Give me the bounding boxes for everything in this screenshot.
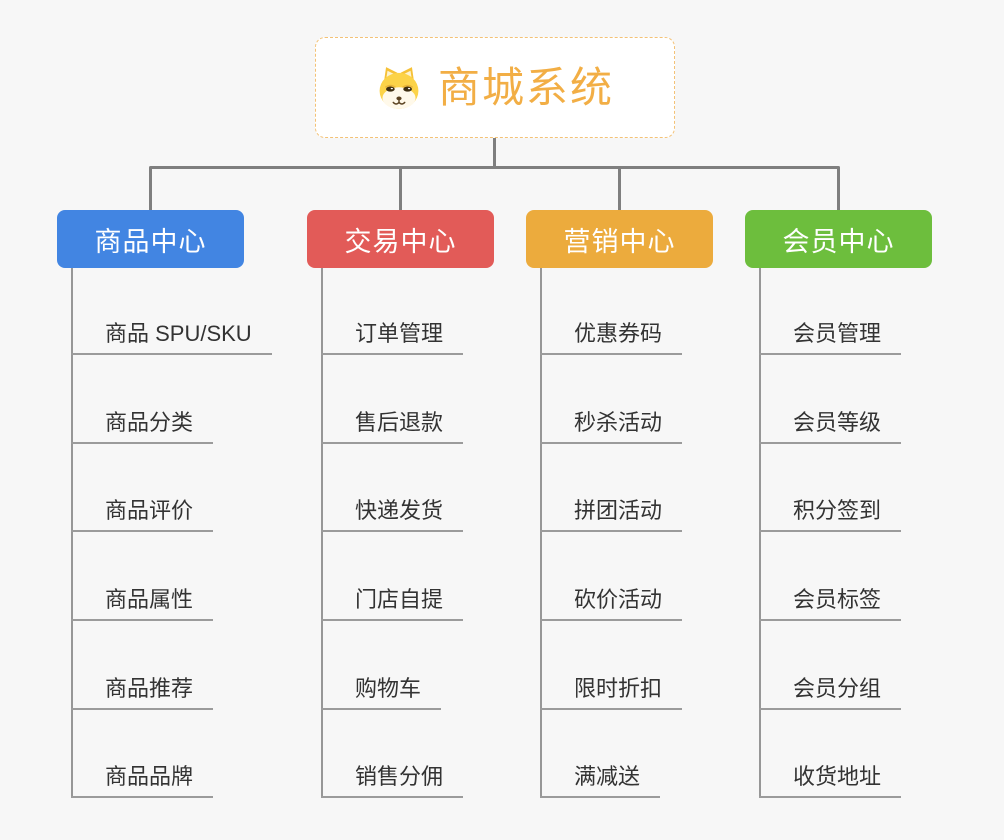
connector-branch-drop xyxy=(399,168,402,210)
topic-item[interactable]: 拼团活动 xyxy=(540,497,683,532)
topic-item[interactable]: 限时折扣 xyxy=(540,675,683,710)
topic-item[interactable]: 商品评价 xyxy=(71,497,214,532)
branch-header[interactable]: 会员中心 xyxy=(745,210,932,268)
doge-icon xyxy=(379,66,419,109)
topic-item[interactable]: 秒杀活动 xyxy=(540,409,683,444)
branch-spine xyxy=(540,268,542,798)
topic-item[interactable]: 会员等级 xyxy=(759,409,902,444)
topic-item[interactable]: 商品品牌 xyxy=(71,763,214,798)
topic-item[interactable]: 商品推荐 xyxy=(71,675,214,710)
topic-item[interactable]: 会员分组 xyxy=(759,675,902,710)
topic-item[interactable]: 商品 SPU/SKU xyxy=(71,320,272,355)
connector-root-stub xyxy=(493,138,496,167)
topic-item[interactable]: 商品属性 xyxy=(71,586,214,621)
branch-header[interactable]: 交易中心 xyxy=(307,210,494,268)
branch-spine xyxy=(71,268,73,798)
root-node[interactable]: 商城系统 xyxy=(315,37,675,138)
connector-horizontal-line xyxy=(149,166,840,169)
topic-item[interactable]: 砍价活动 xyxy=(540,586,683,621)
connector-branch-drop xyxy=(149,168,152,210)
topic-item[interactable]: 门店自提 xyxy=(321,586,464,621)
connector-branch-drop xyxy=(837,168,840,210)
connector-branch-drop xyxy=(618,168,621,210)
topic-item[interactable]: 会员标签 xyxy=(759,586,902,621)
topic-item[interactable]: 快递发货 xyxy=(321,497,464,532)
topic-item[interactable]: 售后退款 xyxy=(321,409,464,444)
topic-item[interactable]: 积分签到 xyxy=(759,497,902,532)
topic-item[interactable]: 优惠券码 xyxy=(540,320,683,355)
topic-item[interactable]: 满减送 xyxy=(540,763,661,798)
root-title: 商城系统 xyxy=(437,63,614,111)
topic-item[interactable]: 会员管理 xyxy=(759,320,902,355)
topic-item[interactable]: 订单管理 xyxy=(321,320,464,355)
topic-item[interactable]: 销售分佣 xyxy=(321,763,464,798)
topic-item[interactable]: 商品分类 xyxy=(71,409,214,444)
branch-spine xyxy=(759,268,761,798)
branch-header[interactable]: 商品中心 xyxy=(57,210,244,268)
branch-spine xyxy=(321,268,323,798)
topic-item[interactable]: 收货地址 xyxy=(759,763,902,798)
branch-header[interactable]: 营销中心 xyxy=(526,210,713,268)
topic-item[interactable]: 购物车 xyxy=(321,675,442,710)
